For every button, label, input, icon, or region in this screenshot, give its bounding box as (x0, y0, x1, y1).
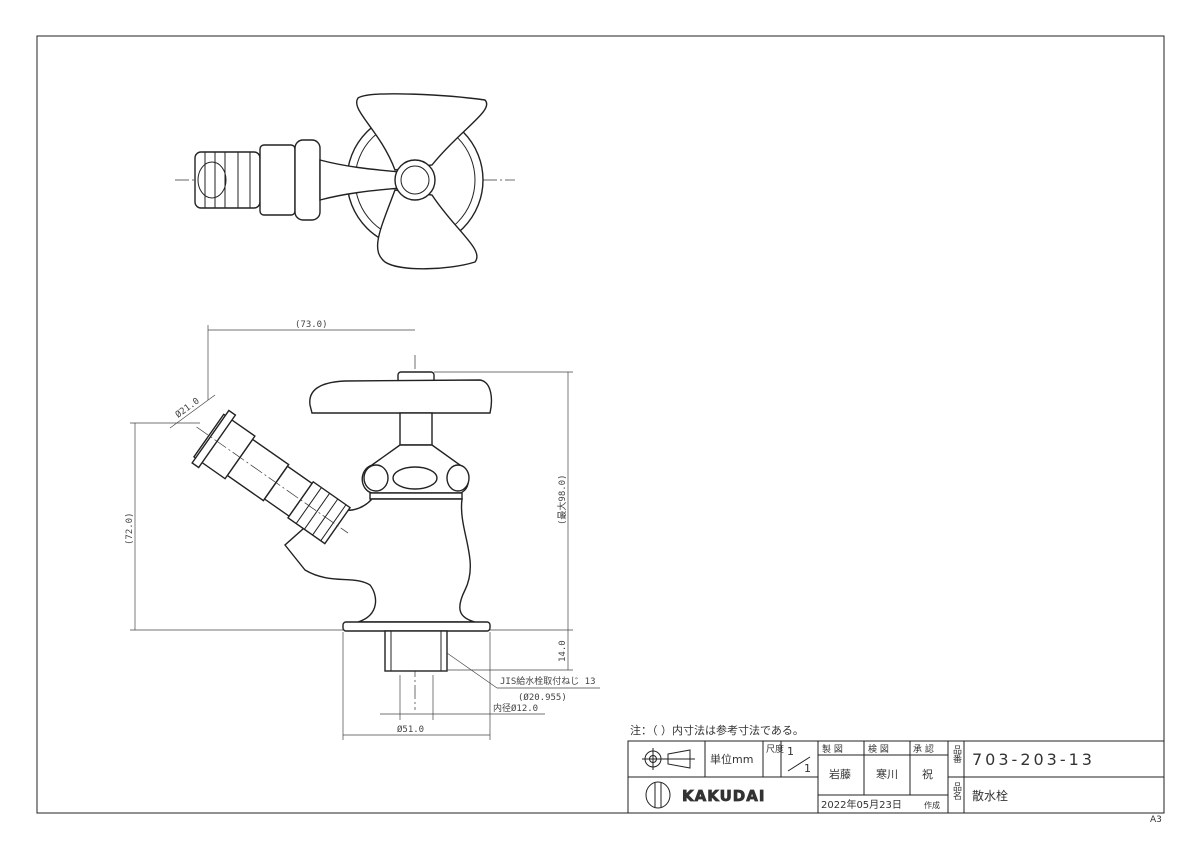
thread-spec-label: JIS給水栓取付ねじ 13 (500, 675, 596, 687)
dimension-73: (73.0) (295, 320, 328, 330)
unit-label: 単位mm (710, 752, 753, 766)
approved-by: 祝 (922, 767, 933, 781)
dimensions: (73.0) (72.0) Ø21.0 (最大98.0) 14.0 JIS給水栓… (125, 320, 600, 740)
top-view (175, 93, 515, 270)
brand-name: KAKUDAI (682, 787, 765, 805)
approved-label: 承 認 (913, 743, 934, 755)
checked-label: 検 図 (868, 743, 889, 755)
flange-diameter: Ø51.0 (397, 724, 424, 735)
inner-diameter: 内径Ø12.0 (493, 702, 538, 714)
part-no-label: 品番 (951, 745, 962, 763)
drafted-by: 岩藤 (829, 767, 851, 781)
creation-date: 2022年05月23日 (821, 798, 902, 811)
dimension-72: (72.0) (125, 512, 135, 545)
scale-label: 尺度 (766, 743, 784, 755)
thread-diameter: (Ø20.955) (518, 692, 567, 703)
part-number: 703-203-13 (972, 750, 1095, 769)
title-block: 単位mm 尺度 1 1 製 図 検 図 承 認 岩藤 寒川 祝 2022年05月… (627, 740, 1165, 814)
dimension-14: 14.0 (558, 640, 568, 662)
kakudai-logo: KAKUDAI (645, 781, 765, 809)
checked-by: 寒川 (876, 767, 898, 781)
created-label: 作成 (924, 800, 940, 810)
third-angle-projection-icon (642, 748, 695, 770)
scale-denominator: 1 (804, 762, 811, 775)
drafted-label: 製 図 (822, 743, 843, 755)
scale-numerator: 1 (787, 745, 794, 758)
dimension-max-98: (最大98.0) (556, 474, 568, 525)
side-view (191, 355, 493, 720)
part-name-label: 品名 (951, 782, 962, 801)
sheet-size: A3 (1150, 815, 1162, 825)
drawing-frame (36, 35, 1165, 814)
reference-note: 注：（ ）内寸法は参考寸法である。 (630, 723, 804, 737)
part-name: 散水栓 (972, 788, 1008, 803)
